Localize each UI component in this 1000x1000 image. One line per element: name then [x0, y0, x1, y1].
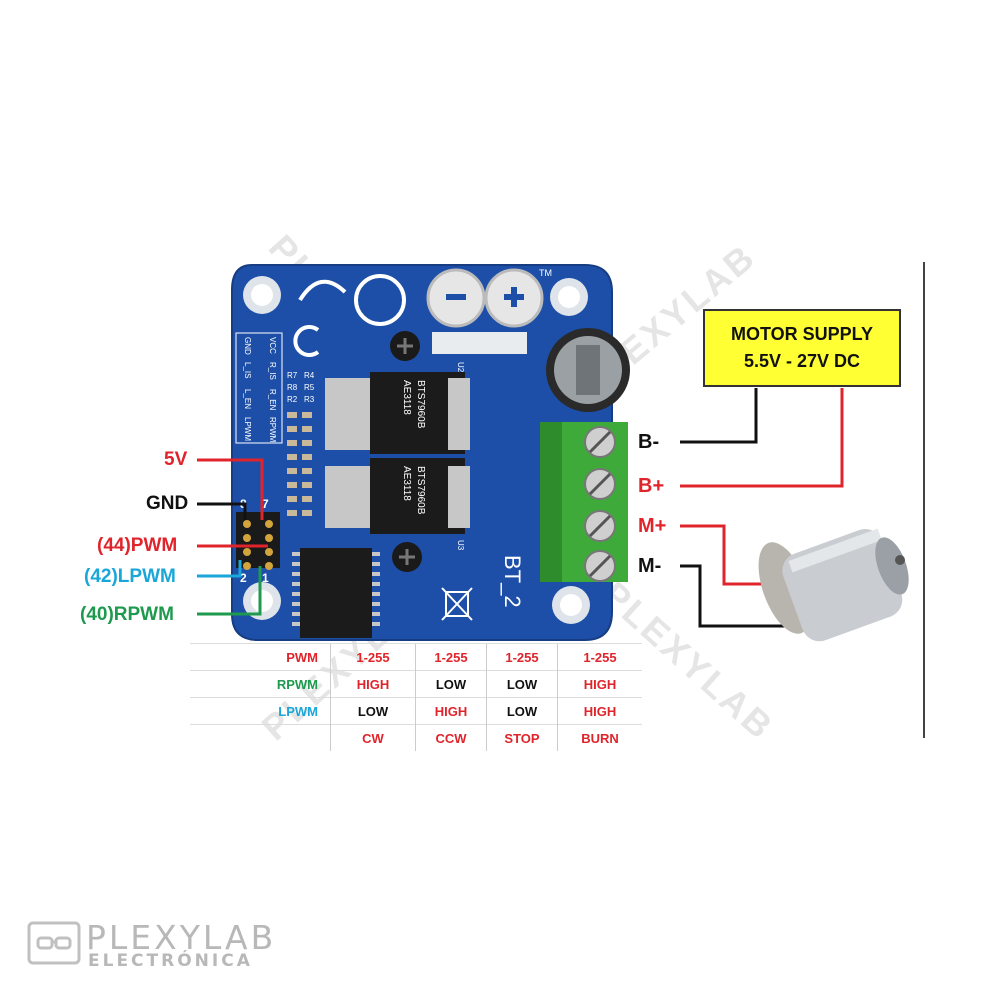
row-label-lpwm: LPWM — [190, 697, 331, 725]
driver-chip-u3: BTS7960B AE3118 U3 — [325, 458, 470, 551]
row-label-rpwm: RPWM — [190, 670, 331, 698]
header-pins: 8 7 2 1 — [236, 497, 280, 585]
table-row: LPWM LOW HIGH LOW HIGH — [190, 697, 642, 725]
supply-voltage: 5.5V - 27V DC — [743, 351, 861, 371]
svg-text:R3: R3 — [304, 395, 315, 404]
label-sticker — [432, 332, 527, 354]
table-row: CW CCW STOP BURN — [190, 724, 642, 751]
terminal-label-b-minus: B- — [638, 431, 660, 453]
svg-text:LPWM: LPWM — [243, 417, 252, 441]
logic-ic — [292, 548, 380, 638]
ce-logo — [293, 325, 320, 357]
supply-wires — [680, 388, 844, 628]
table-cell: CW — [330, 724, 416, 751]
svg-text:BTS7960B: BTS7960B — [415, 466, 426, 515]
table-cell: CCW — [415, 724, 487, 751]
svg-text:1: 1 — [262, 571, 269, 585]
table-cell: 1-255 — [557, 643, 642, 671]
wire-lpwm — [197, 560, 242, 578]
disposal-symbol — [441, 587, 473, 621]
table-cell: BURN — [557, 724, 642, 751]
cert-logos — [293, 274, 406, 357]
table-cell: HIGH — [415, 697, 487, 725]
table-cell: LOW — [486, 670, 558, 698]
mounting-holes — [243, 276, 590, 624]
svg-text:2: 2 — [240, 571, 247, 585]
svg-text:L_EN: L_EN — [243, 389, 252, 409]
table-cell: 1-255 — [415, 643, 487, 671]
driver-chip-u2: BTS7960B AE3118 U2 — [325, 362, 470, 454]
logo-name: PLEXYLAB — [86, 918, 277, 957]
row-label-pwm: PWM — [190, 643, 331, 671]
svg-text:AE3118: AE3118 — [401, 380, 412, 415]
wire-b-minus — [680, 388, 758, 444]
table-cell: HIGH — [557, 697, 642, 725]
svg-text:U3: U3 — [456, 540, 465, 551]
ur-logo — [298, 279, 347, 302]
svg-text:R_EN: R_EN — [268, 389, 277, 411]
resistor-labels: R7 R4 R8 R5 R2 R3 — [287, 371, 315, 404]
row-label-result — [190, 724, 331, 751]
logo-subtitle: ELECTRÓNICA — [88, 951, 253, 971]
wire-gnd — [197, 502, 247, 520]
trademark-text: TM — [539, 268, 552, 278]
svg-text:VCC: VCC — [268, 337, 277, 354]
svg-text:R_IS: R_IS — [268, 362, 277, 380]
svg-text:R4: R4 — [304, 371, 315, 380]
svg-text:L_IS: L_IS — [243, 362, 252, 378]
table-row: PWM 1-255 1-255 1-255 1-255 — [190, 643, 642, 671]
wire-m-minus — [680, 564, 800, 628]
svg-text:R7: R7 — [287, 371, 298, 380]
table-cell: HIGH — [330, 670, 416, 698]
plexylab-logo-icon — [27, 921, 81, 965]
table-cell: LOW — [486, 697, 558, 725]
dc-motor-icon — [758, 528, 909, 642]
pin-label-gnd: GND — [146, 493, 189, 514]
svg-text:U2: U2 — [456, 362, 465, 373]
svg-text:BTS7960B: BTS7960B — [415, 380, 426, 429]
pin-label-5v: 5V — [164, 449, 188, 470]
smd-components — [287, 412, 312, 516]
svg-text:R8: R8 — [287, 383, 298, 392]
wire-m-plus — [680, 524, 772, 586]
svg-text:R5: R5 — [304, 383, 315, 392]
terminal-label-b-plus: B+ — [638, 475, 665, 497]
table-cell: STOP — [486, 724, 558, 751]
table-cell: 1-255 — [330, 643, 416, 671]
pin-label-rpwm: (40)RPWM — [80, 604, 174, 625]
table-cell: LOW — [415, 670, 487, 698]
wire-5v — [197, 458, 264, 520]
pin-label-lpwm: (42)LPWM — [84, 566, 176, 587]
terminal-label-m-plus: M+ — [638, 515, 667, 537]
motor-supply-box: MOTOR SUPPLY 5.5V - 27V DC — [703, 309, 901, 387]
header-silkscreen: VCC R_IS R_EN RPWM GND L_IS L_EN LPWM — [243, 337, 277, 443]
supply-title: MOTOR SUPPLY — [730, 324, 874, 344]
terminal-label-m-minus: M- — [638, 555, 662, 577]
pin-wires — [197, 458, 268, 616]
ul-logo — [354, 274, 406, 326]
truth-table: PWM 1-255 1-255 1-255 1-255 RPWM HIGH LO… — [190, 643, 642, 751]
table-cell: HIGH — [557, 670, 642, 698]
board-name-text: BT_2 — [500, 555, 525, 608]
svg-text:RPWM: RPWM — [268, 417, 277, 443]
terminal-block — [540, 422, 628, 582]
svg-text:7: 7 — [262, 497, 269, 511]
svg-text:AE3118: AE3118 — [401, 466, 412, 501]
svg-text:GND: GND — [243, 337, 252, 355]
table-cell: 1-255 — [486, 643, 558, 671]
table-row: RPWM HIGH LOW LOW HIGH — [190, 670, 642, 698]
wire-rpwm — [197, 566, 262, 616]
table-cell: LOW — [330, 697, 416, 725]
svg-text:R2: R2 — [287, 395, 298, 404]
pin-label-pwm: (44)PWM — [97, 535, 178, 556]
wire-b-plus — [680, 388, 844, 488]
